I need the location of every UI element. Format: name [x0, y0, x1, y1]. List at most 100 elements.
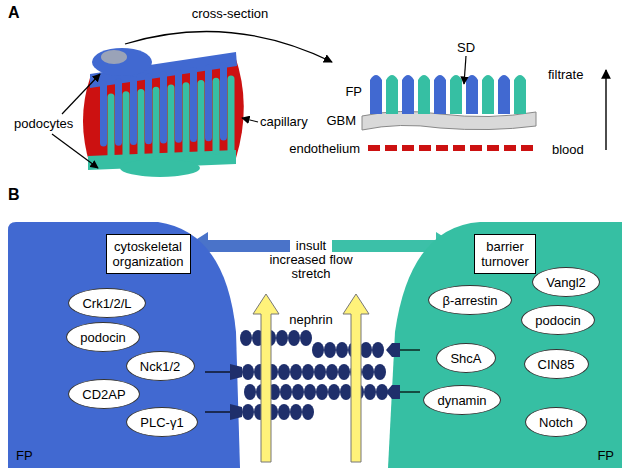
yellow-arrow — [343, 294, 369, 462]
foot-process — [123, 91, 130, 159]
foot-process — [198, 80, 205, 156]
nephrin-domain — [374, 364, 386, 380]
leader-arrow — [464, 56, 466, 84]
protein-ellipse: ShcA — [436, 343, 496, 373]
node-text: Vangl2 — [546, 275, 586, 290]
podocyte-body — [120, 159, 200, 177]
protein-ellipse: Nck1/2 — [126, 351, 195, 381]
node-text: podocin — [80, 330, 126, 345]
foot-process — [108, 93, 115, 160]
foot-process — [115, 78, 122, 146]
foot-process — [514, 75, 526, 114]
node-text: Notch — [539, 415, 573, 430]
annotation-label: filtrate — [548, 67, 583, 82]
annotation-label: nephrin — [289, 312, 332, 327]
foot-process — [160, 72, 167, 144]
foot-process — [213, 78, 220, 155]
endothelium-segment — [453, 145, 465, 151]
foot-process — [418, 75, 430, 114]
nucleus — [101, 50, 127, 64]
yellow-arrow — [253, 294, 279, 462]
foot-process — [100, 81, 107, 147]
gbm-band — [362, 111, 536, 130]
endothelium-segment — [368, 145, 380, 151]
annotation-label: blood — [552, 142, 584, 157]
node-text: barrier turnover — [481, 239, 529, 269]
nephrin-domain — [338, 364, 350, 380]
foot-process — [450, 75, 462, 114]
annotation-label: endothelium — [289, 141, 360, 156]
protein-ellipse: Vangl2 — [532, 267, 600, 297]
endothelium-segment — [385, 145, 397, 151]
nephrin-domain — [242, 364, 254, 380]
foot-process-cell: FPcytoskeletal organizationCrk1/2/Lpodoc… — [8, 222, 248, 468]
nephrin-domain — [280, 384, 292, 400]
process-box: cytoskeletal organization — [106, 234, 191, 274]
protein-ellipse: podocin — [521, 305, 595, 335]
nephrin-domain — [278, 404, 290, 420]
nephrin-domain — [302, 364, 314, 380]
nephrin-domain — [240, 330, 252, 346]
nephrin-domain — [360, 342, 372, 358]
foot-process — [138, 89, 145, 159]
foot-process — [386, 75, 398, 114]
nephrin-domain — [304, 384, 316, 400]
annotation-label: insult — [296, 238, 326, 253]
annotation-label: GBM — [326, 113, 356, 128]
nephrin-domain — [290, 364, 302, 380]
leader-arrow — [242, 118, 258, 122]
anchor-protein — [230, 364, 242, 380]
cell-body — [8, 222, 240, 468]
node-text: PLC-γ1 — [140, 415, 183, 430]
annotation-label: increased flow — [269, 252, 352, 267]
foot-process — [466, 75, 478, 114]
nephrin-domain — [276, 330, 288, 346]
panel-letter: B — [8, 186, 20, 204]
anchor-protein — [386, 343, 400, 357]
nephrin-domain — [312, 342, 324, 358]
node-text: CD2AP — [82, 387, 125, 402]
foot-processes — [368, 75, 533, 151]
foot-process — [220, 63, 227, 141]
protein-ellipse: dynamin — [423, 385, 501, 415]
flow-arrow — [605, 70, 606, 150]
foot-process — [402, 75, 414, 114]
nephrin-domain — [364, 384, 376, 400]
foot-process — [498, 75, 510, 114]
annotation-label: SD — [457, 40, 475, 55]
endothelium-segment — [419, 145, 431, 151]
anchor-protein — [230, 404, 242, 420]
endothelium-segment — [436, 145, 448, 151]
annotation-label: stretch — [291, 266, 330, 281]
endothelium-segment — [504, 145, 516, 151]
anchor-protein — [386, 385, 400, 399]
foot-process — [145, 74, 152, 145]
process-box: barrier turnover — [474, 234, 536, 274]
node-text: Crk1/2/L — [82, 296, 131, 311]
foot-process — [183, 82, 190, 156]
endothelium-segment — [487, 145, 499, 151]
protein-ellipse: Notch — [525, 407, 587, 437]
cell-label: FP — [597, 448, 614, 463]
protein-ellipse: CD2AP — [68, 379, 140, 409]
nephrin-domain — [278, 364, 290, 380]
foot-process — [168, 84, 175, 157]
anchor-line — [205, 371, 232, 372]
foot-process — [153, 87, 160, 158]
nephrin-domain — [316, 384, 328, 400]
nephrin-domain — [326, 364, 338, 380]
nephrin-domain — [324, 342, 336, 358]
annotation-label: cross-section — [192, 6, 269, 21]
node-text: podocin — [535, 313, 581, 328]
foot-process — [130, 76, 137, 145]
nephrin-domain — [242, 404, 254, 420]
nephrin-domain — [372, 342, 384, 358]
node-text: dynamin — [437, 393, 486, 408]
foot-process — [482, 75, 494, 114]
leader-arrow — [52, 134, 98, 168]
annotation-label: capillary — [260, 114, 308, 129]
foot-process — [190, 67, 197, 142]
node-text: ShcA — [450, 351, 481, 366]
foot-process — [434, 75, 446, 114]
foot-process — [370, 75, 382, 114]
